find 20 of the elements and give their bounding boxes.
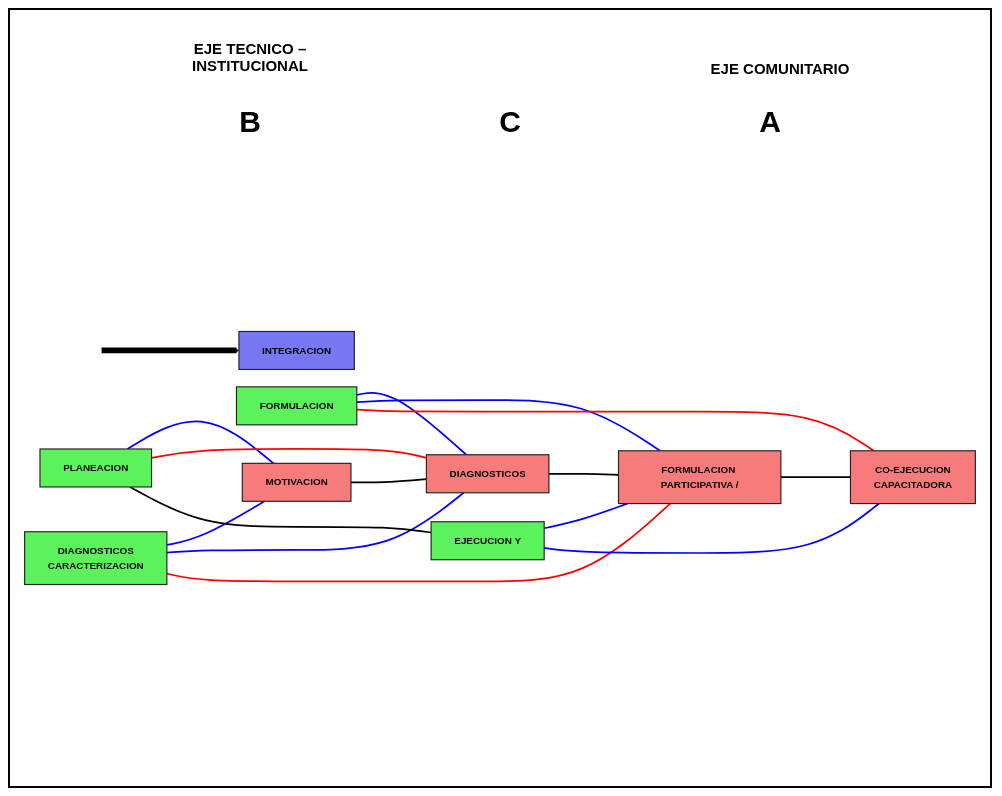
column-heading: EJE COMUNITARIO <box>709 60 851 77</box>
connector <box>129 486 432 534</box>
node-box: CO-EJECUCION CAPACITADORA <box>849 450 976 505</box>
connector <box>166 491 465 554</box>
node-box: MOTIVACION <box>241 462 352 502</box>
node-box: DIAGNOSTICOS CARACTERIZACION <box>24 531 168 586</box>
column-heading: EJE TECNICO – INSTITUCIONAL <box>191 40 309 74</box>
connector <box>166 500 266 546</box>
column-letter: A <box>758 105 782 139</box>
node-box: FORMULACION PARTICIPATIVA / <box>617 450 782 505</box>
node-box: EJECUCION Y <box>430 521 545 561</box>
node-box: PLANEACION <box>39 448 153 488</box>
column-letter: B <box>238 105 262 139</box>
connector <box>126 420 275 465</box>
node-box: DIAGNOSTICOS <box>425 454 550 494</box>
connector <box>166 502 672 583</box>
column-letter: C <box>498 105 522 139</box>
node-box: FORMULACION <box>235 386 358 426</box>
node-box: INTEGRACION <box>238 330 355 371</box>
arrow <box>101 347 240 354</box>
